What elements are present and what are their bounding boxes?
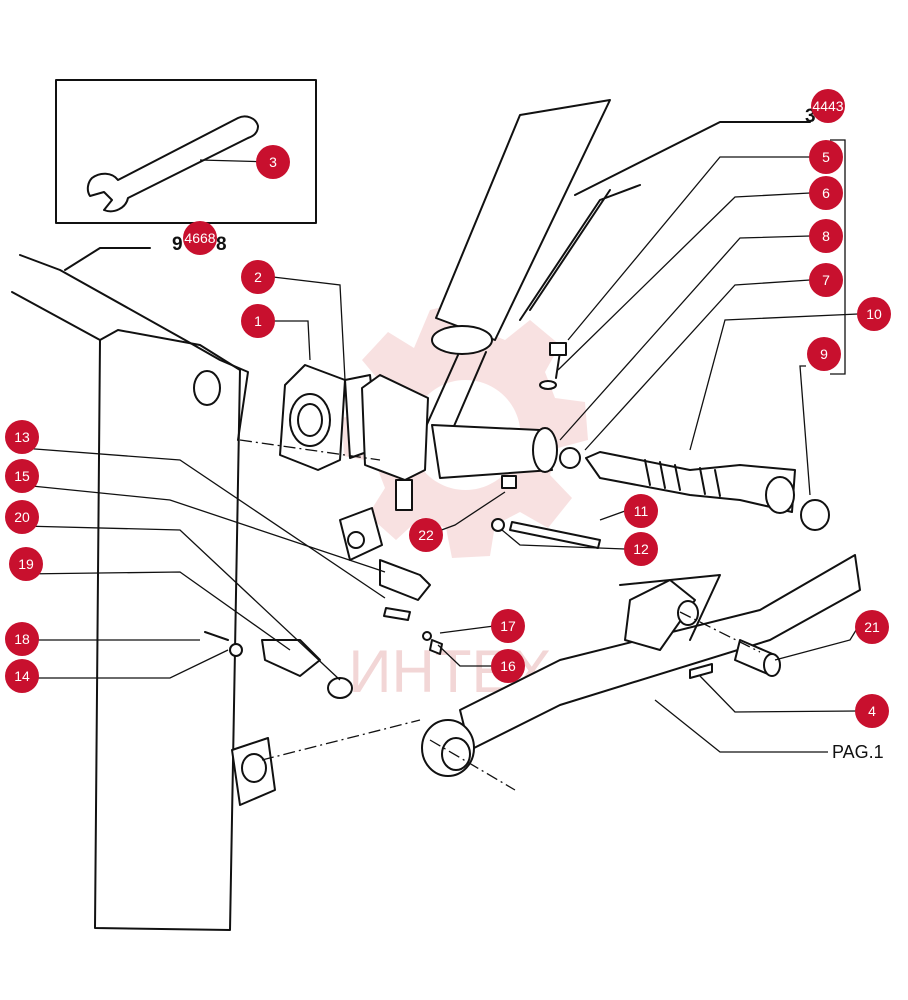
- callout-17[interactable]: 17: [491, 609, 525, 643]
- leader-lines: [21, 156, 859, 753]
- tool-box: [55, 79, 317, 224]
- svg-text:14: 14: [14, 668, 30, 684]
- ref-text-top-right: 3: [805, 106, 816, 127]
- callout-12[interactable]: 12: [624, 532, 658, 566]
- callout-22[interactable]: 22: [409, 518, 443, 552]
- callout-3[interactable]: 3: [256, 145, 290, 179]
- svg-text:9: 9: [820, 346, 828, 362]
- ref-badge-tool-box[interactable]: 4668: [183, 221, 217, 255]
- callout-19[interactable]: 19: [9, 547, 43, 581]
- small-hardware: [204, 342, 601, 699]
- ref-text-tool-box-end: 8: [216, 234, 227, 255]
- ref-text-tool-box: 9: [172, 234, 183, 255]
- callout-2[interactable]: 2: [241, 260, 275, 294]
- svg-text:4: 4: [868, 703, 876, 719]
- callout-1[interactable]: 1: [241, 304, 275, 338]
- callout-7[interactable]: 7: [809, 263, 843, 297]
- callout-14[interactable]: 14: [5, 659, 39, 693]
- callout-11[interactable]: 11: [624, 494, 658, 528]
- callout-9[interactable]: 9: [807, 337, 841, 371]
- callout-20[interactable]: 20: [5, 500, 39, 534]
- svg-text:21: 21: [864, 619, 880, 635]
- lower-arm: [421, 554, 861, 777]
- callout-13[interactable]: 13: [5, 420, 39, 454]
- callout-4[interactable]: 4: [855, 694, 889, 728]
- ref-badge-top-right[interactable]: 4443: [811, 89, 845, 123]
- callout-10[interactable]: 10: [857, 297, 891, 331]
- svg-text:4668: 4668: [184, 230, 215, 246]
- svg-text:2: 2: [254, 269, 262, 285]
- svg-text:5: 5: [822, 149, 830, 165]
- upper-cylinder: [419, 99, 811, 441]
- svg-text:11: 11: [634, 503, 649, 519]
- svg-text:6: 6: [822, 185, 830, 201]
- mounting-plate: [11, 247, 276, 931]
- callout-6[interactable]: 6: [809, 176, 843, 210]
- svg-text:16: 16: [500, 658, 516, 674]
- axis-lines: [239, 439, 761, 791]
- svg-text:8: 8: [822, 228, 830, 244]
- callout-18[interactable]: 18: [5, 622, 39, 656]
- flange-assembly: [279, 364, 429, 561]
- watermark: ИНТЕХ: [342, 300, 588, 705]
- svg-text:7: 7: [822, 272, 830, 288]
- page-ref: PAG.1: [832, 742, 884, 762]
- svg-text:22: 22: [418, 527, 434, 543]
- callout-21[interactable]: 21: [855, 610, 889, 644]
- group-bracket: [830, 139, 846, 375]
- svg-text:4443: 4443: [812, 98, 843, 114]
- main-cylinder: [431, 351, 830, 531]
- wrench-icon: [86, 115, 259, 213]
- callout-15[interactable]: 15: [5, 459, 39, 493]
- svg-text:1: 1: [254, 313, 262, 329]
- svg-text:15: 15: [14, 468, 30, 484]
- svg-text:3: 3: [269, 154, 277, 170]
- svg-text:19: 19: [18, 556, 34, 572]
- svg-text:20: 20: [14, 509, 30, 525]
- svg-text:12: 12: [633, 541, 649, 557]
- svg-text:17: 17: [500, 618, 516, 634]
- svg-text:13: 13: [14, 429, 30, 445]
- svg-text:10: 10: [866, 306, 882, 322]
- svg-text:18: 18: [14, 631, 30, 647]
- callout-8[interactable]: 8: [809, 219, 843, 253]
- callout-5[interactable]: 5: [809, 140, 843, 174]
- callout-16[interactable]: 16: [491, 649, 525, 683]
